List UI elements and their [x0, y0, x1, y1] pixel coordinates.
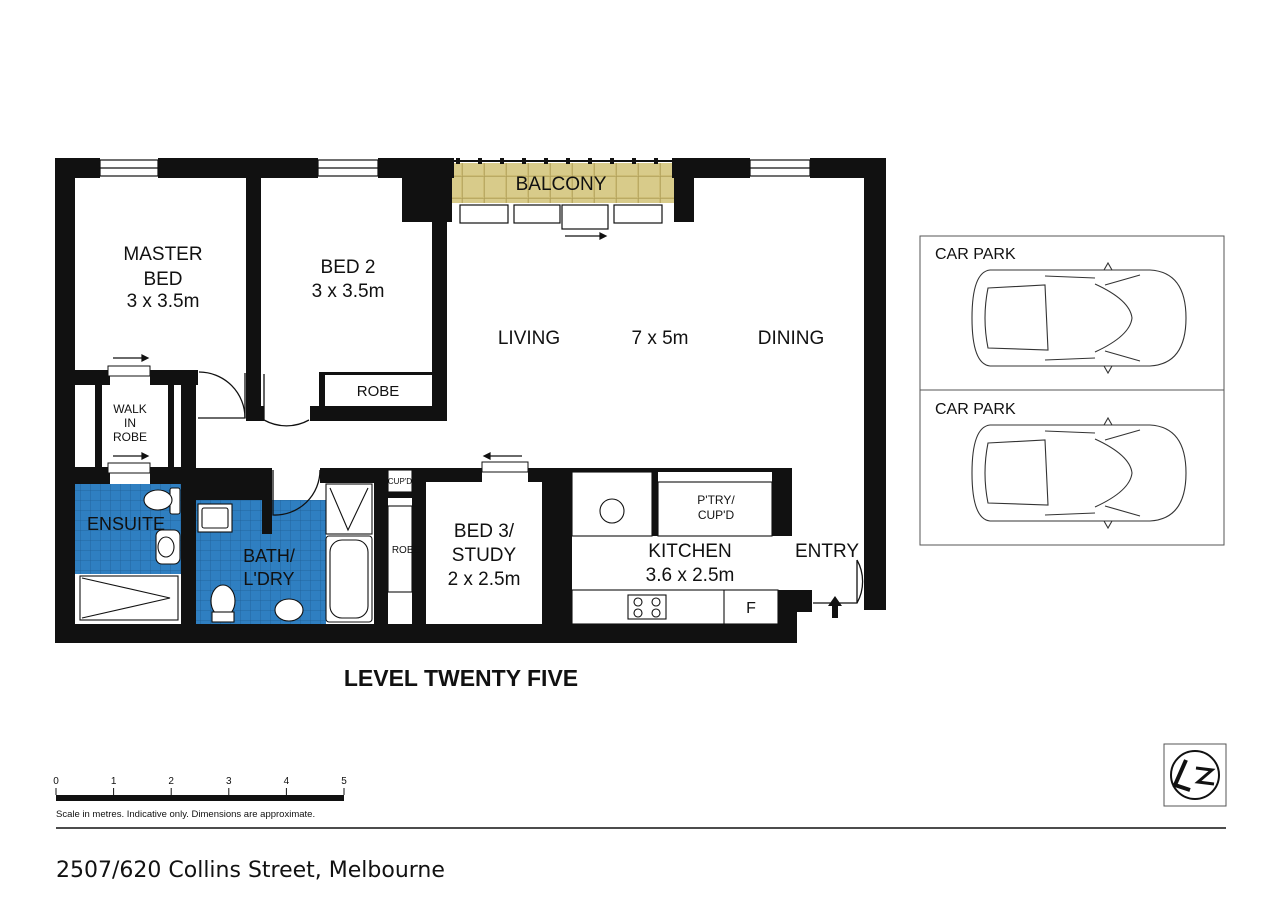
north-arrow-icon: [1163, 743, 1227, 807]
walk-in-robe-label-2: IN: [124, 416, 136, 430]
kitchen-size: 3.6 x 2.5m: [646, 565, 735, 586]
windows: [99, 159, 811, 230]
ensuite-label: ENSUITE: [87, 514, 165, 534]
scale-tick-4: 4: [284, 776, 290, 787]
car-icon: [971, 261, 1187, 375]
living-label: LIVING: [498, 328, 560, 349]
scale-tick-5: 5: [341, 776, 347, 787]
sliding-door-arrows: [113, 232, 608, 460]
bed-3-robe-label: ROBE: [392, 545, 421, 556]
walk-in-robe-label-1: WALK: [113, 402, 147, 416]
scale-tick-3: 3: [226, 776, 232, 787]
dining-label: DINING: [758, 328, 825, 349]
sliding-doors: [107, 365, 529, 474]
bath-label-1: BATH/: [243, 546, 295, 566]
balcony-label: BALCONY: [516, 174, 607, 195]
pantry-label-1: P'TRY/: [697, 493, 735, 507]
master-bed-label-2: BED: [143, 269, 182, 290]
fridge-label: F: [746, 600, 756, 617]
car-park-label-2: CAR PARK: [935, 401, 1016, 418]
pantry-label-2: CUP'D: [698, 508, 735, 522]
swing-doors: [198, 371, 864, 604]
bed-3-label-2: STUDY: [452, 545, 517, 566]
balcony-tile-floor: [452, 163, 674, 203]
master-bed-label: MASTER: [123, 244, 202, 265]
fixtures: [79, 469, 779, 625]
bath-label-2: L'DRY: [243, 569, 294, 589]
bed-2-size: 3 x 3.5m: [312, 281, 385, 302]
car-park-panel: [919, 235, 1225, 546]
scale-tick-0: 0: [53, 776, 59, 787]
kitchen-label: KITCHEN: [648, 541, 731, 562]
cupboard-label: CUP'D: [388, 477, 412, 486]
property-address: 2507/620 Collins Street, Melbourne: [56, 858, 445, 883]
bed-2-robe-label: ROBE: [357, 383, 400, 400]
level-title: LEVEL TWENTY FIVE: [344, 665, 578, 691]
living-size: 7 x 5m: [631, 328, 688, 349]
balcony-railing-posts: [456, 158, 658, 164]
scale-tick-2: 2: [168, 776, 174, 787]
walls: [55, 158, 886, 643]
car-park-label-1: CAR PARK: [935, 246, 1016, 263]
master-bed-size: 3 x 3.5m: [127, 291, 200, 312]
bed-3-size: 2 x 2.5m: [448, 569, 521, 590]
scale-note: Scale in metres. Indicative only. Dimens…: [56, 809, 315, 820]
bed-2-label: BED 2: [321, 257, 376, 278]
scale-tick-1: 1: [111, 776, 117, 787]
walk-in-robe-label-3: ROBE: [113, 430, 147, 444]
entry-label: ENTRY: [795, 541, 859, 562]
car-icon: [971, 416, 1187, 530]
bed-3-label-1: BED 3/: [454, 521, 515, 542]
entry-arrow-icon: [828, 596, 842, 618]
scale-bar: [55, 788, 345, 801]
